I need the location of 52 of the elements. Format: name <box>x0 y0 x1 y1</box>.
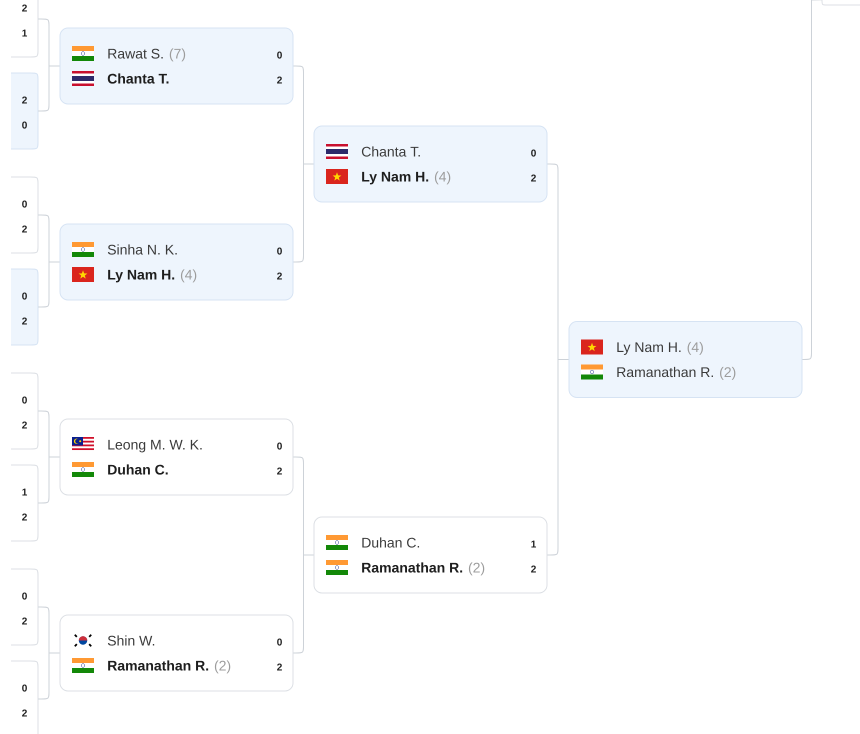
player-name: Chanta T. <box>108 73 168 84</box>
score: 2 <box>22 4 27 12</box>
score: 0 <box>22 292 27 300</box>
score: 0 <box>277 638 282 646</box>
score: 1 <box>22 30 28 36</box>
bracket-line <box>802 0 822 360</box>
score: 0 <box>22 684 27 692</box>
score: 0 <box>277 248 282 255</box>
player-name: Duhan C. <box>108 464 168 475</box>
player-name: Chanta T. <box>362 146 420 157</box>
score: 2 <box>277 664 282 670</box>
score: 1 <box>531 540 536 548</box>
seed-number: (2) <box>720 366 736 380</box>
seed-number: (7) <box>170 48 186 62</box>
score: 1 <box>22 488 28 496</box>
score: 2 <box>22 618 27 624</box>
player-name: Leong M. W. K. <box>108 440 202 452</box>
player-name: Ly Nam H. <box>108 270 174 282</box>
player-name: Ramanathan R. <box>617 366 713 378</box>
seed-number: (2) <box>214 660 230 674</box>
score: 0 <box>277 52 282 59</box>
score: 2 <box>531 566 536 572</box>
score: 0 <box>22 122 27 129</box>
score: 2 <box>22 710 27 716</box>
score: 2 <box>22 226 27 232</box>
player-name: Ly Nam H. <box>617 342 681 355</box>
player-name: Sinha N. K. <box>108 244 177 255</box>
score: 2 <box>277 468 282 474</box>
score: 2 <box>22 514 27 520</box>
bracket-line <box>547 359 569 556</box>
seed-number: (4) <box>434 171 450 184</box>
score: 0 <box>22 200 27 208</box>
score: 0 <box>22 592 27 600</box>
score: 2 <box>277 272 282 280</box>
score: 2 <box>22 96 27 104</box>
score: 0 <box>531 150 536 157</box>
match-card <box>822 0 860 6</box>
score: 2 <box>22 318 27 324</box>
player-name: Rawat S. <box>108 48 163 59</box>
player-name: Shin W. <box>108 635 154 646</box>
score: 2 <box>277 76 282 84</box>
score: 2 <box>531 174 536 182</box>
seed-number: (2) <box>468 562 484 576</box>
player-name: Ramanathan R. <box>108 660 208 671</box>
seed-number: (4) <box>688 342 703 355</box>
player-name: Ly Nam H. <box>362 172 428 184</box>
score: 0 <box>277 442 282 450</box>
score: 0 <box>22 396 27 404</box>
player-name: Ramanathan R. <box>362 562 462 573</box>
score: 2 <box>22 422 27 428</box>
seed-number: (4) <box>180 269 196 282</box>
player-name: Duhan C. <box>362 537 420 548</box>
